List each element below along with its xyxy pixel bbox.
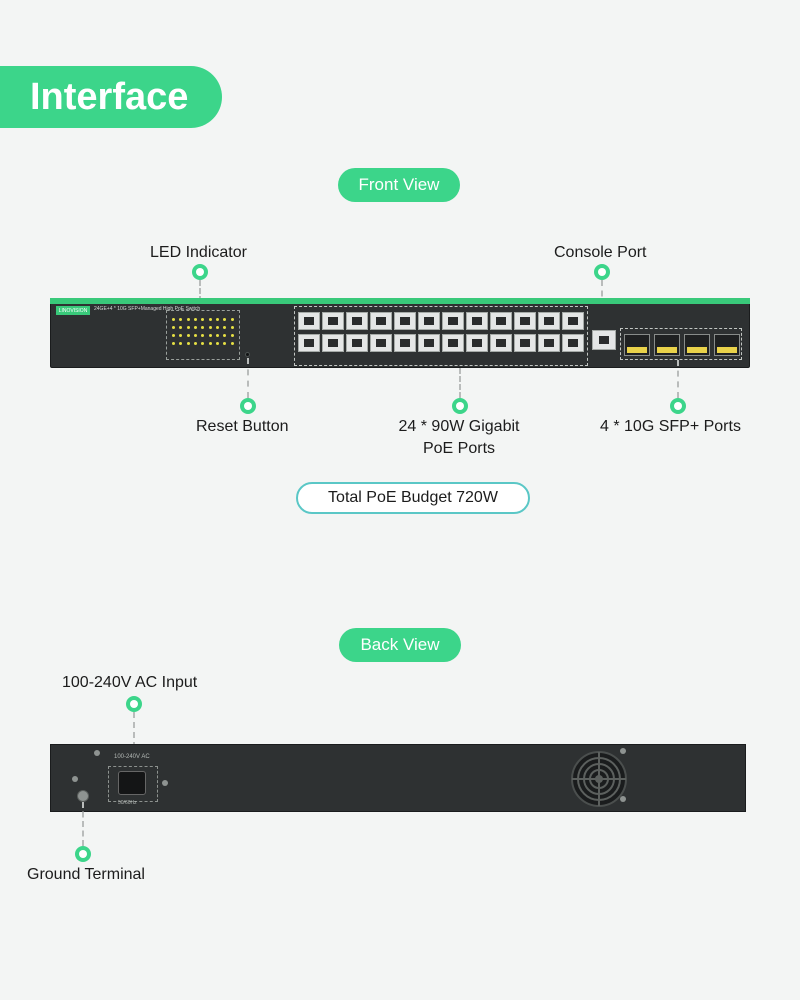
led-indicator-line bbox=[199, 280, 201, 310]
rj45-port bbox=[466, 312, 488, 330]
sfp-ports-dot bbox=[670, 398, 686, 414]
front-view-pill: Front View bbox=[338, 168, 460, 202]
poe-ports-label-line2: PoE Ports bbox=[422, 440, 496, 457]
poe-budget-badge: Total PoE Budget 720W bbox=[296, 482, 530, 514]
rj45-port bbox=[562, 334, 584, 352]
console-port-label: Console Port bbox=[554, 244, 647, 261]
power-socket-icon bbox=[118, 771, 146, 795]
sfp-ports-label: 4 * 10G SFP+ Ports bbox=[600, 418, 741, 435]
rj45-port bbox=[514, 312, 536, 330]
rj45-port bbox=[346, 312, 368, 330]
poe-ports-line bbox=[459, 368, 461, 398]
console-port bbox=[592, 330, 616, 350]
rj45-port bbox=[394, 334, 416, 352]
reset-button-line bbox=[247, 358, 249, 398]
front-accent-strip bbox=[50, 298, 750, 304]
reset-button-dot bbox=[240, 398, 256, 414]
reset-button-label: Reset Button bbox=[196, 418, 289, 435]
screw-icon bbox=[620, 748, 626, 754]
rj45-port bbox=[370, 334, 392, 352]
poe-ports-label-line1: 24 * 90W Gigabit bbox=[398, 418, 520, 435]
rj45-port bbox=[442, 312, 464, 330]
rj45-port bbox=[490, 334, 512, 352]
ground-terminal-dot bbox=[75, 846, 91, 862]
rj45-port bbox=[538, 312, 560, 330]
power-plate bbox=[108, 766, 158, 802]
ground-terminal-label: Ground Terminal bbox=[27, 866, 145, 883]
rj45-port bbox=[442, 334, 464, 352]
sfp-ports-line bbox=[677, 360, 679, 398]
ground-terminal-line bbox=[82, 802, 84, 846]
rj45-port bbox=[370, 312, 392, 330]
rj45-port bbox=[514, 334, 536, 352]
poe-ports-bottom-row bbox=[298, 334, 584, 352]
back-view-pill: Back View bbox=[339, 628, 461, 662]
screw-icon bbox=[94, 750, 100, 756]
poe-ports-area bbox=[294, 306, 588, 366]
rj45-port bbox=[418, 312, 440, 330]
page-title: Interface bbox=[0, 66, 222, 128]
led-grid bbox=[172, 318, 236, 348]
screw-icon bbox=[620, 796, 626, 802]
fan-icon bbox=[571, 751, 627, 807]
rj45-port bbox=[322, 334, 344, 352]
sfp-port bbox=[654, 334, 680, 356]
screw-icon bbox=[72, 776, 78, 782]
sfp-port bbox=[624, 334, 650, 356]
rj45-port bbox=[466, 334, 488, 352]
rj45-port bbox=[298, 312, 320, 330]
rj45-port bbox=[418, 334, 440, 352]
led-indicator-dot bbox=[192, 264, 208, 280]
sfp-ports-area bbox=[620, 328, 742, 360]
reset-button[interactable] bbox=[245, 352, 250, 357]
poe-ports-top-row bbox=[298, 312, 584, 330]
switch-back-panel bbox=[50, 744, 746, 812]
ground-terminal-icon bbox=[77, 790, 89, 802]
led-indicator-label: LED Indicator bbox=[150, 244, 247, 261]
ac-input-label: 100-240V AC Input bbox=[62, 674, 198, 691]
rj45-port bbox=[322, 312, 344, 330]
led-panel bbox=[166, 310, 240, 360]
frequency-label: 50/60Hz bbox=[118, 800, 137, 806]
sfp-port bbox=[684, 334, 710, 356]
poe-ports-dot bbox=[452, 398, 468, 414]
ac-input-dot bbox=[126, 696, 142, 712]
power-label: 100-240V AC bbox=[114, 754, 150, 760]
console-port-dot bbox=[594, 264, 610, 280]
sfp-port bbox=[714, 334, 740, 356]
ac-input-line bbox=[133, 712, 135, 768]
screw-icon bbox=[162, 780, 168, 786]
brand-badge: LINOVISION bbox=[56, 306, 90, 315]
sfp-ports-row bbox=[624, 334, 740, 356]
rj45-port bbox=[562, 312, 584, 330]
rj45-port bbox=[490, 312, 512, 330]
rj45-port bbox=[298, 334, 320, 352]
model-text: 24GE+4 * 10G SFP+Managed High PoE Switch bbox=[94, 306, 201, 312]
rj45-port bbox=[538, 334, 560, 352]
rj45-port bbox=[394, 312, 416, 330]
rj45-port bbox=[346, 334, 368, 352]
